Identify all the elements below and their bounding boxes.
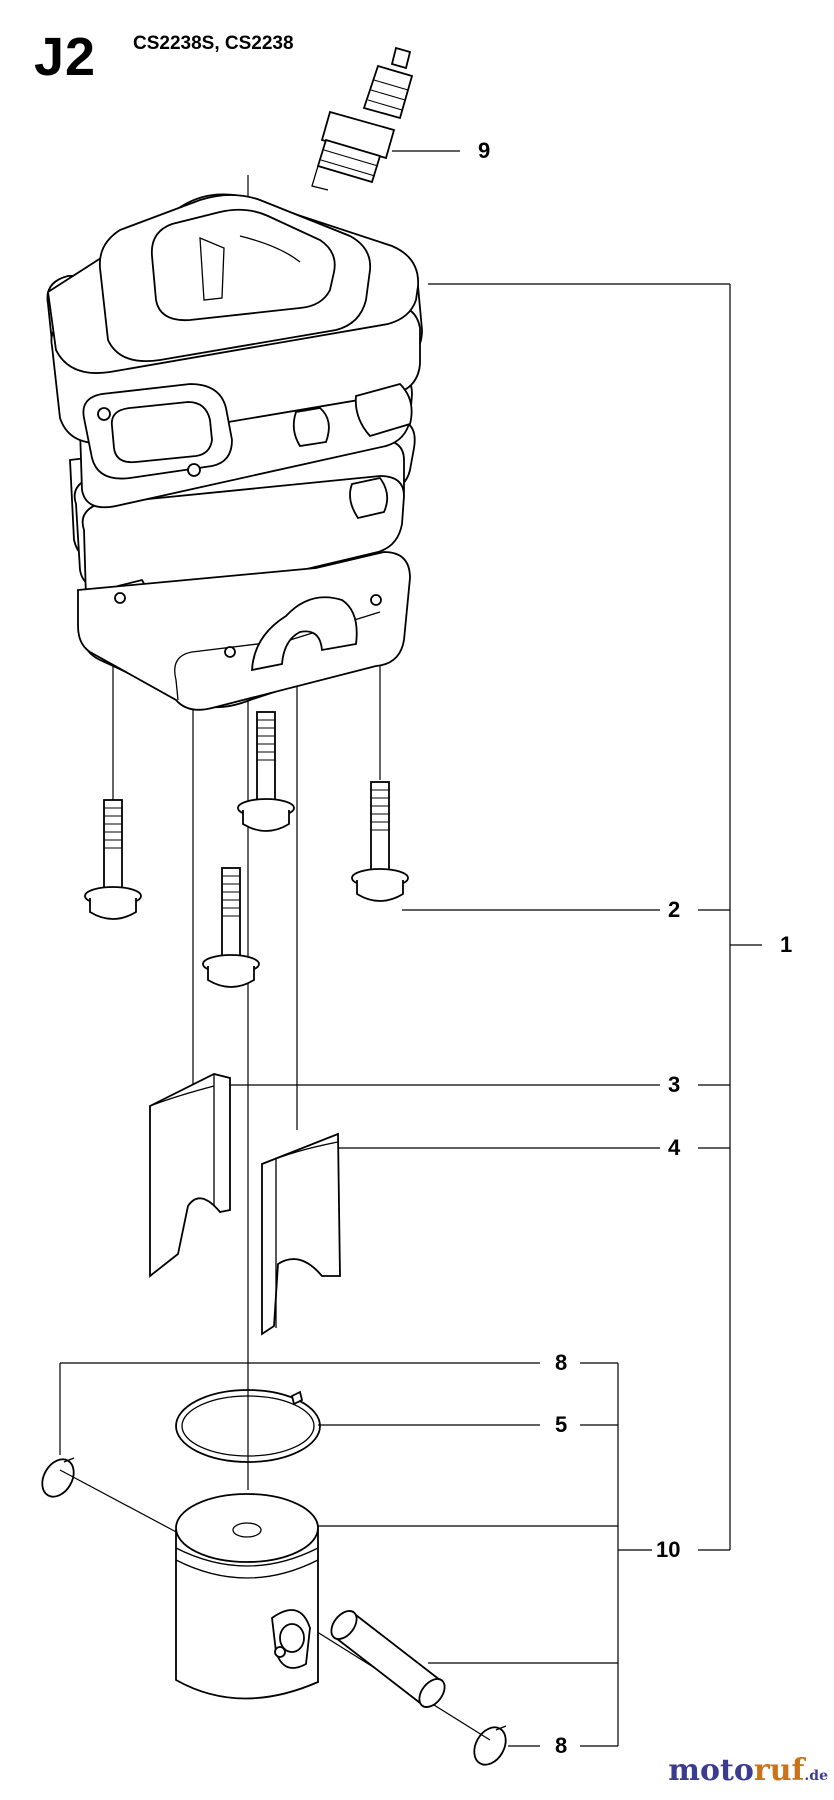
circlip-bottom[interactable] [468, 1722, 512, 1771]
callout-3: 3 [668, 1072, 681, 1097]
bearing-shell-3[interactable] [149, 1073, 231, 1278]
callout-9: 9 [478, 138, 491, 163]
piston[interactable] [175, 1493, 319, 1700]
piston-pin[interactable] [326, 1606, 449, 1712]
callout-8-bottom: 8 [555, 1733, 568, 1758]
callout-8-top: 8 [555, 1350, 568, 1375]
bearing-shell-4[interactable] [261, 1132, 341, 1336]
section-code: J2 [34, 27, 97, 87]
callout-1: 1 [780, 932, 793, 957]
cylinder-bolt-3[interactable] [351, 781, 409, 902]
spark-plug[interactable] [311, 46, 414, 191]
piston-ring[interactable] [175, 1389, 321, 1463]
callout-10: 10 [656, 1537, 681, 1562]
circlip-top[interactable] [36, 1454, 80, 1503]
cylinder-bolt-4[interactable] [202, 867, 260, 988]
model-label: CS2238S, CS2238 [133, 33, 294, 54]
callout-4: 4 [668, 1135, 681, 1160]
cylinder-bolt-2[interactable] [237, 711, 295, 832]
watermark-logo: motoruf.de [668, 1753, 828, 1788]
callout-5: 5 [555, 1412, 568, 1437]
cylinder-bolt-1[interactable] [84, 799, 142, 920]
cylinder[interactable] [46, 193, 423, 711]
callout-2: 2 [668, 897, 681, 922]
